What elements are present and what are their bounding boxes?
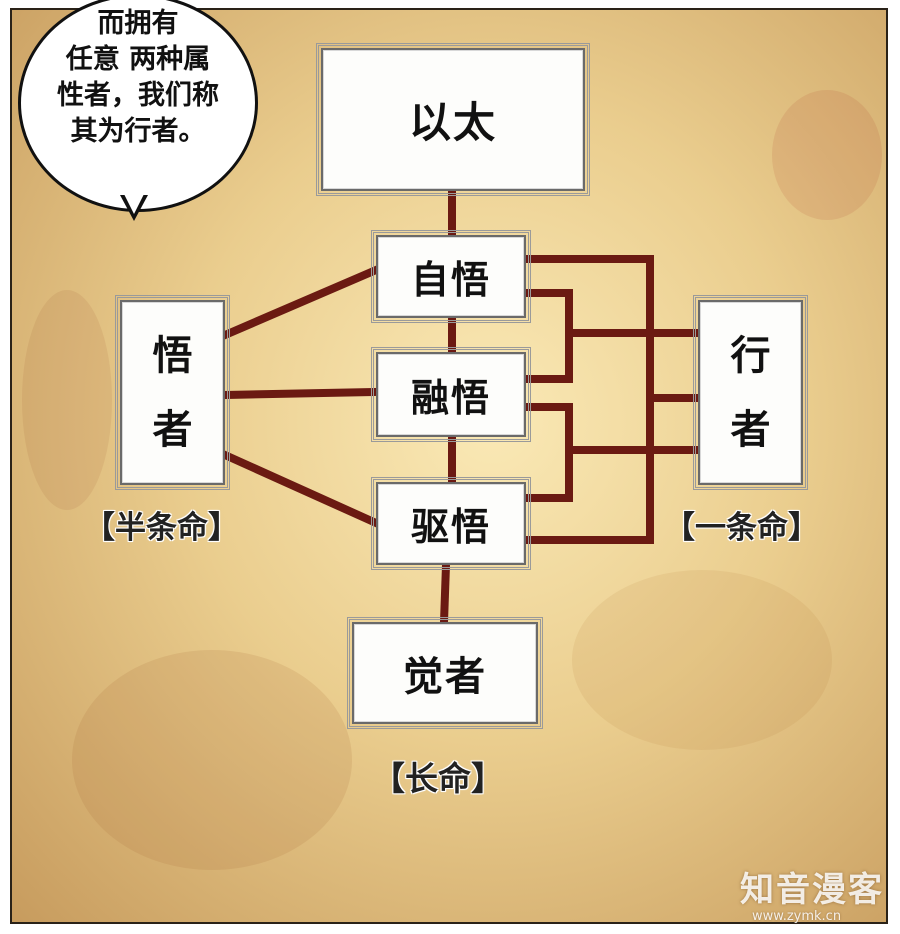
node-self-enlightenment: 自悟 — [371, 230, 531, 323]
node-ether-label: 以太 — [408, 98, 497, 147]
node-practitioner-char: 者 — [730, 406, 771, 453]
node-enlightened-one-char: 悟 — [152, 332, 193, 379]
node-ether: 以太 — [316, 43, 590, 196]
right-lower-bracket — [522, 403, 573, 502]
node-fusion-enlightenment-label: 融悟 — [410, 376, 491, 420]
bubble-line: 任意 两种属 — [65, 44, 211, 75]
node-drive-enlightenment: 驱悟 — [371, 477, 531, 570]
speech-bubble-text: 而拥有 任意 两种属 性者，我们称 其为行者。 — [30, 6, 246, 150]
bubble-line: 性者，我们称 — [57, 80, 219, 111]
bubble-line: 而拥有 — [97, 8, 179, 39]
note-long-life: 【长命】 — [372, 759, 504, 798]
node-awakened-label: 觉者 — [403, 654, 487, 700]
note-half-life: 【半条命】 — [84, 510, 239, 546]
spine-bottom — [439, 560, 451, 627]
watermark-url: www.zymk.cn — [752, 909, 842, 924]
connector-group — [219, 186, 702, 627]
right-upper-bracket — [522, 289, 573, 383]
node-enlightened-one-char: 者 — [152, 406, 193, 453]
left-link-bottom — [219, 449, 382, 529]
speech-bubble — [18, 0, 258, 212]
node-practitioner: 行 者 — [693, 295, 808, 490]
watermark-logo: 知音漫客 — [740, 870, 884, 910]
left-link-mid — [220, 387, 381, 400]
node-practitioner-char: 行 — [730, 332, 771, 379]
node-enlightened-one: 悟 者 — [115, 295, 230, 490]
node-drive-enlightenment-label: 驱悟 — [410, 505, 491, 549]
note-one-life: 【一条命】 — [664, 510, 819, 546]
node-self-enlightenment-label: 自悟 — [410, 258, 491, 302]
bubble-line: 其为行者。 — [70, 116, 206, 147]
left-link-top — [219, 264, 382, 341]
node-awakened: 觉者 — [347, 617, 543, 729]
watermark: 知音漫客 www.zymk.cn — [740, 862, 890, 924]
node-fusion-enlightenment: 融悟 — [371, 347, 531, 442]
speech-bubble-tail-fill — [123, 192, 145, 214]
